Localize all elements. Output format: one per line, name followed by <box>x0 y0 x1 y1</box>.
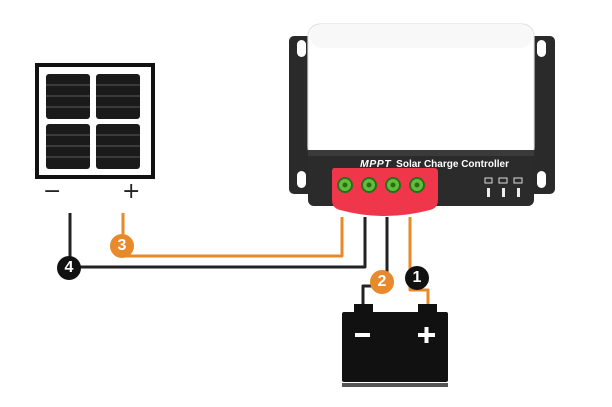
step-4-marker: 4 <box>57 256 81 280</box>
wire-3-panel-positive <box>121 213 344 258</box>
battery-negative-symbol <box>355 333 370 337</box>
battery-positive-symbol <box>418 327 435 343</box>
wire-4-panel-negative <box>68 213 367 269</box>
status-indicators <box>484 177 523 197</box>
panel-negative-label: − <box>43 179 62 204</box>
step-1-marker: 1 <box>405 266 429 290</box>
terminal-leds <box>337 177 425 193</box>
solar-icon <box>484 177 493 197</box>
controller-label: MPPT Solar Charge Controller <box>360 158 509 170</box>
load-icon <box>513 177 523 197</box>
battery-icon <box>498 177 508 197</box>
battery <box>342 304 448 387</box>
wires <box>68 213 430 306</box>
step-2-marker: 2 <box>370 270 394 294</box>
terminal-block <box>332 168 438 216</box>
step-3-marker: 3 <box>110 234 134 258</box>
panel-positive-label: + <box>122 179 141 204</box>
controller-brand: MPPT <box>360 158 392 170</box>
controller-title: Solar Charge Controller <box>396 159 509 170</box>
solar-panel <box>35 63 155 179</box>
wire-1-battery-positive <box>408 217 430 306</box>
